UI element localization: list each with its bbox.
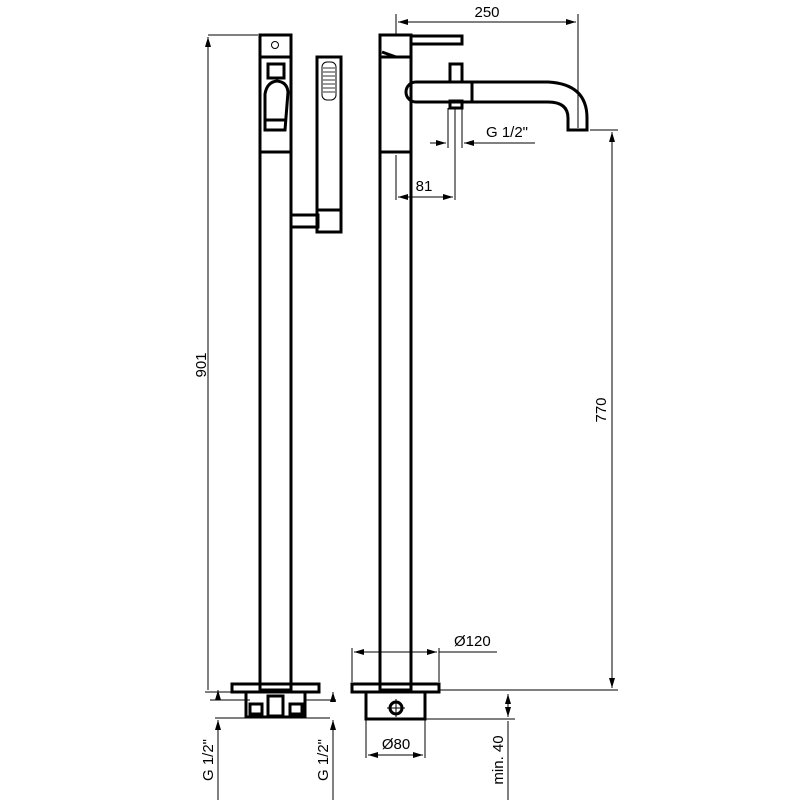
dim-inlet-right: G 1/2" bbox=[315, 739, 332, 781]
dim-overall-height: 901 bbox=[193, 352, 210, 377]
dim-base-diameter: Ø120 bbox=[454, 633, 491, 650]
dim-min-depth: min. 40 bbox=[490, 735, 507, 784]
spout bbox=[472, 80, 589, 132]
mixer-body-side bbox=[378, 33, 413, 692]
hose-connector bbox=[289, 213, 320, 229]
dim-spout-height: 770 bbox=[593, 397, 610, 422]
floor-pipe-box bbox=[364, 690, 427, 721]
spout-body bbox=[404, 80, 474, 104]
dim-inlet-left: G 1/2" bbox=[200, 739, 217, 781]
lever-handle bbox=[409, 34, 464, 46]
side-view: 250 G 1/2" 81 770 Ø120 Ø80 bbox=[350, 4, 618, 800]
dim-spout-reach: 250 bbox=[474, 4, 499, 21]
front-view: 901 G 1/2" G 1/2" bbox=[193, 33, 343, 800]
dim-outlet-offset: 81 bbox=[416, 178, 433, 195]
dim-outlet-thread: G 1/2" bbox=[486, 124, 528, 141]
shower-outlet bbox=[448, 99, 464, 110]
diverter-knob bbox=[448, 62, 464, 84]
cartridge-window bbox=[266, 62, 286, 80]
lever-front bbox=[263, 79, 290, 132]
dim-pipe-diameter: Ø80 bbox=[382, 736, 410, 753]
mixer-body bbox=[258, 33, 293, 692]
hand-shower bbox=[315, 55, 343, 234]
